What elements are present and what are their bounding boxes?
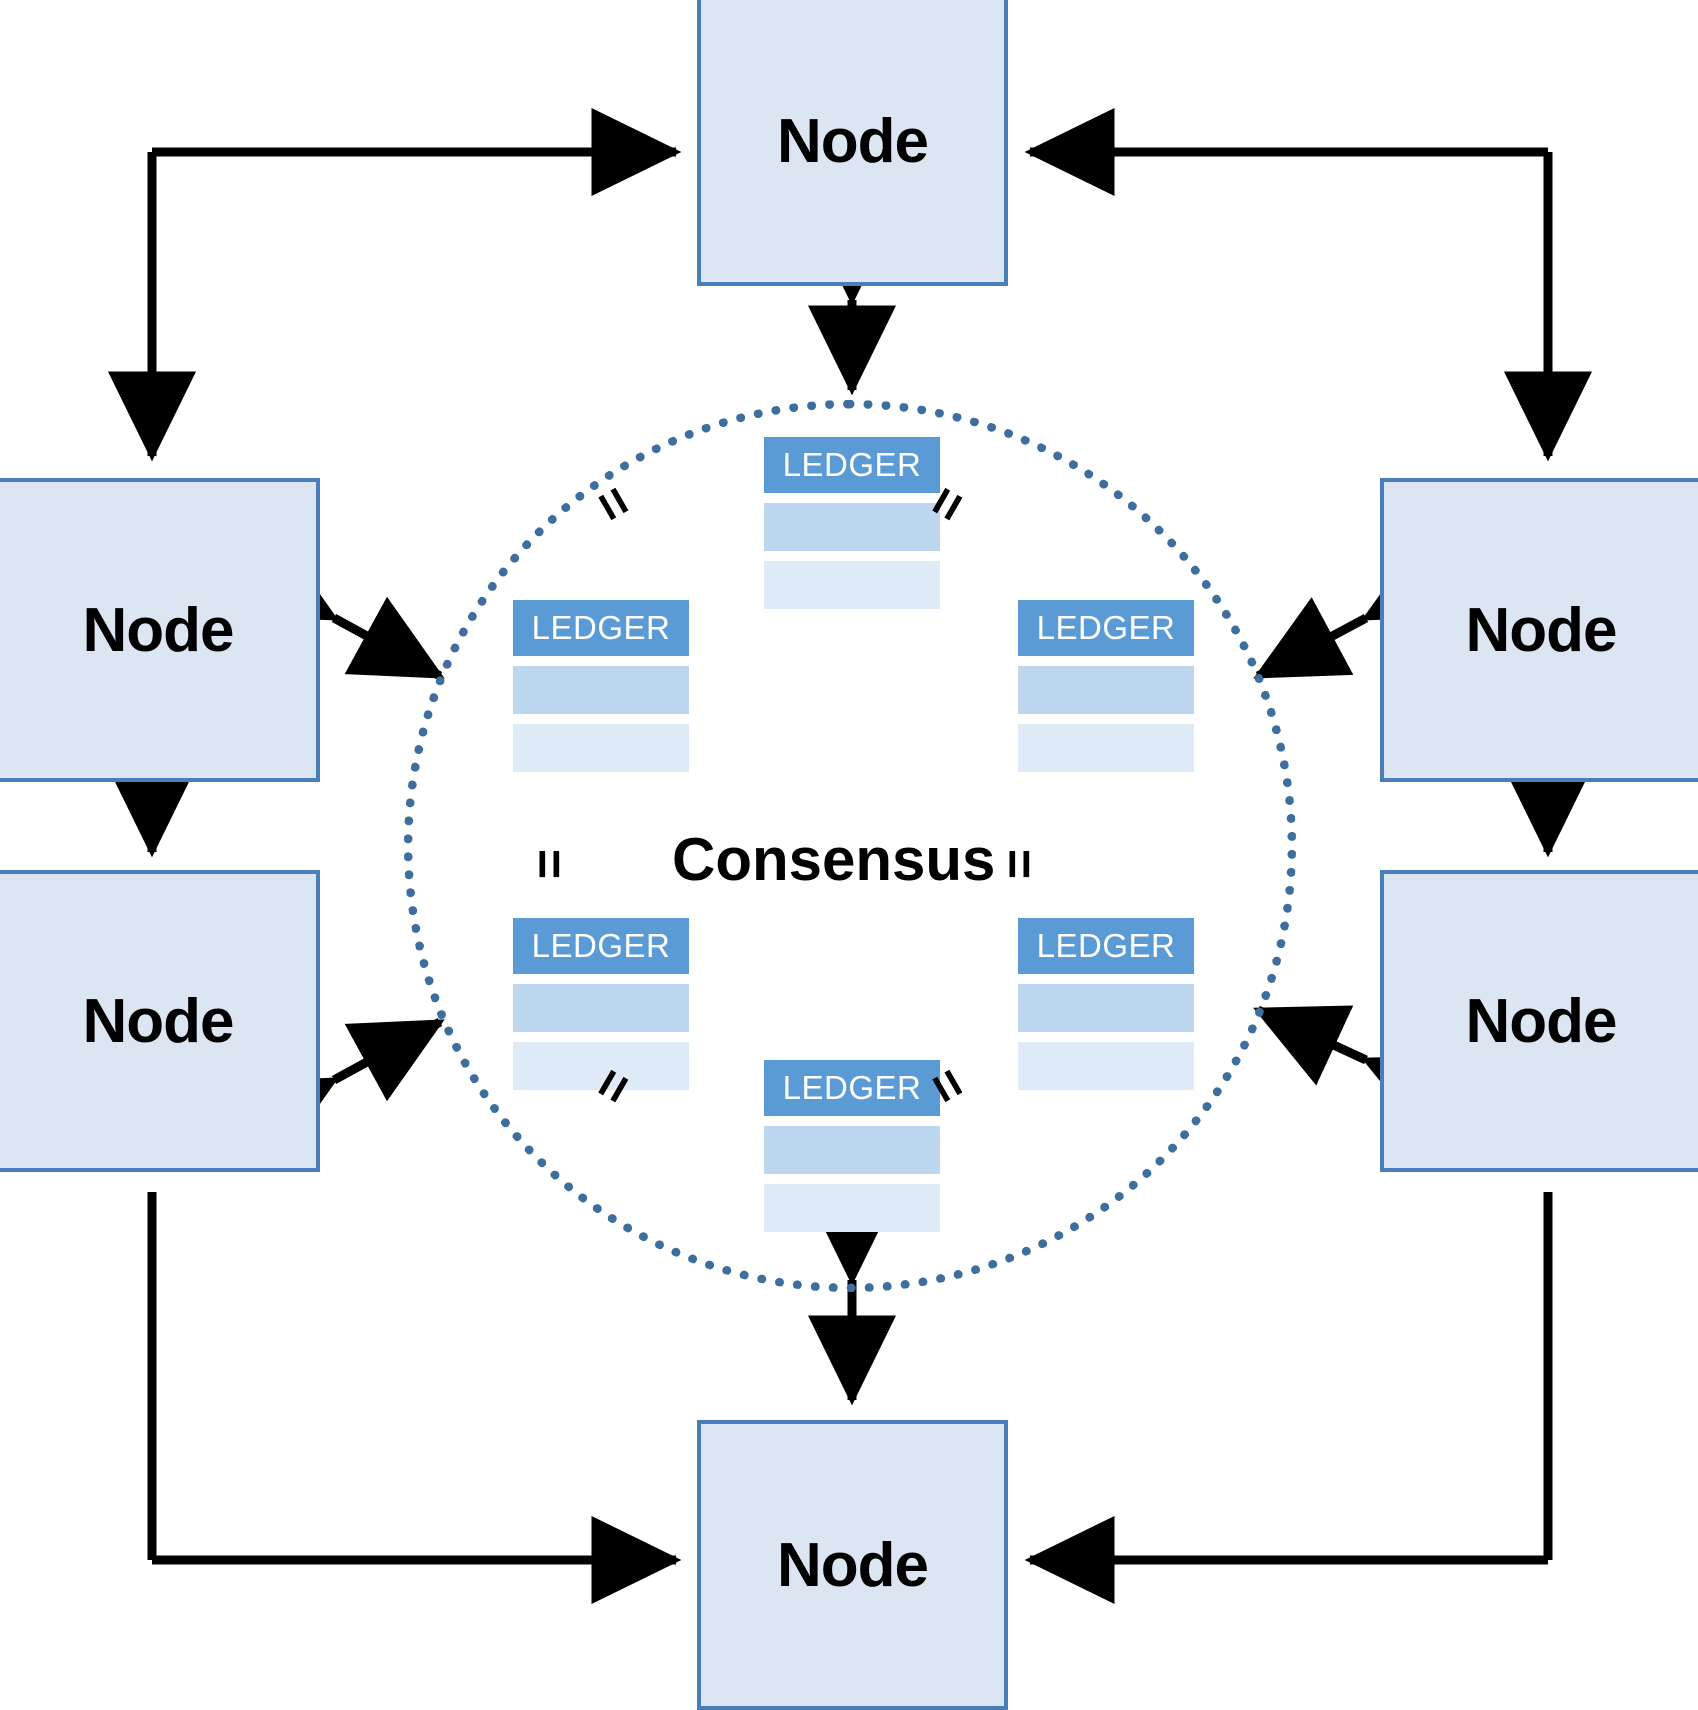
- node-right-lower[interactable]: Node: [1380, 870, 1698, 1172]
- ledger-right-upper-header: LEDGER: [1018, 600, 1194, 656]
- edge-spoke-right-upper: [1253, 539, 1462, 680]
- ledger-left-lower-header: LEDGER: [513, 918, 689, 974]
- ledger-left-lower-row-1: [513, 984, 689, 1032]
- ledger-top[interactable]: LEDGER: [764, 437, 940, 609]
- node-right-upper[interactable]: Node: [1380, 478, 1698, 782]
- node-right-lower-label: Node: [1465, 986, 1618, 1056]
- ledger-left-upper[interactable]: LEDGER: [513, 600, 689, 772]
- equality-mark-mid-right: =: [990, 848, 1049, 880]
- edge-spoke-left-upper: [238, 538, 445, 680]
- node-left-lower-label: Node: [82, 986, 235, 1056]
- ledger-bottom-row-1: [764, 1126, 940, 1174]
- ledger-left-upper-row-2: [513, 724, 689, 772]
- consensus-label: Consensus: [672, 826, 996, 893]
- node-left-lower[interactable]: Node: [0, 870, 320, 1172]
- ledger-top-row-1: [764, 503, 940, 551]
- ledger-left-upper-row-1: [513, 666, 689, 714]
- edge-spoke-right-lower: [1253, 1005, 1462, 1136]
- ledger-top-row-2: [764, 561, 940, 609]
- ledger-right-upper[interactable]: LEDGER: [1018, 600, 1194, 772]
- equality-mark-mid-left: =: [520, 848, 579, 880]
- ledger-bottom-row-2: [764, 1184, 940, 1232]
- ledger-right-upper-row-1: [1018, 666, 1194, 714]
- ledger-right-lower-row-1: [1018, 984, 1194, 1032]
- node-right-upper-label: Node: [1465, 595, 1618, 665]
- ledger-left-lower[interactable]: LEDGER: [513, 918, 689, 1090]
- edge-spoke-left-lower: [238, 1018, 445, 1160]
- ledger-top-header: LEDGER: [764, 437, 940, 493]
- ledger-bottom[interactable]: LEDGER: [764, 1060, 940, 1232]
- ledger-left-lower-row-2: [513, 1042, 689, 1090]
- ledger-left-upper-header: LEDGER: [513, 600, 689, 656]
- consensus-boundary-circle: [404, 400, 1296, 1292]
- node-left-upper[interactable]: Node: [0, 478, 320, 782]
- node-top-label: Node: [777, 106, 929, 176]
- node-bottom[interactable]: Node: [697, 1420, 1008, 1710]
- ledger-right-lower-row-2: [1018, 1042, 1194, 1090]
- node-bottom-label: Node: [777, 1530, 929, 1600]
- node-top[interactable]: Node: [697, 0, 1008, 286]
- ledger-right-upper-row-2: [1018, 724, 1194, 772]
- node-left-upper-label: Node: [82, 595, 235, 665]
- ledger-right-lower-header: LEDGER: [1018, 918, 1194, 974]
- ledger-right-lower[interactable]: LEDGER: [1018, 918, 1194, 1090]
- ledger-bottom-header: LEDGER: [764, 1060, 940, 1116]
